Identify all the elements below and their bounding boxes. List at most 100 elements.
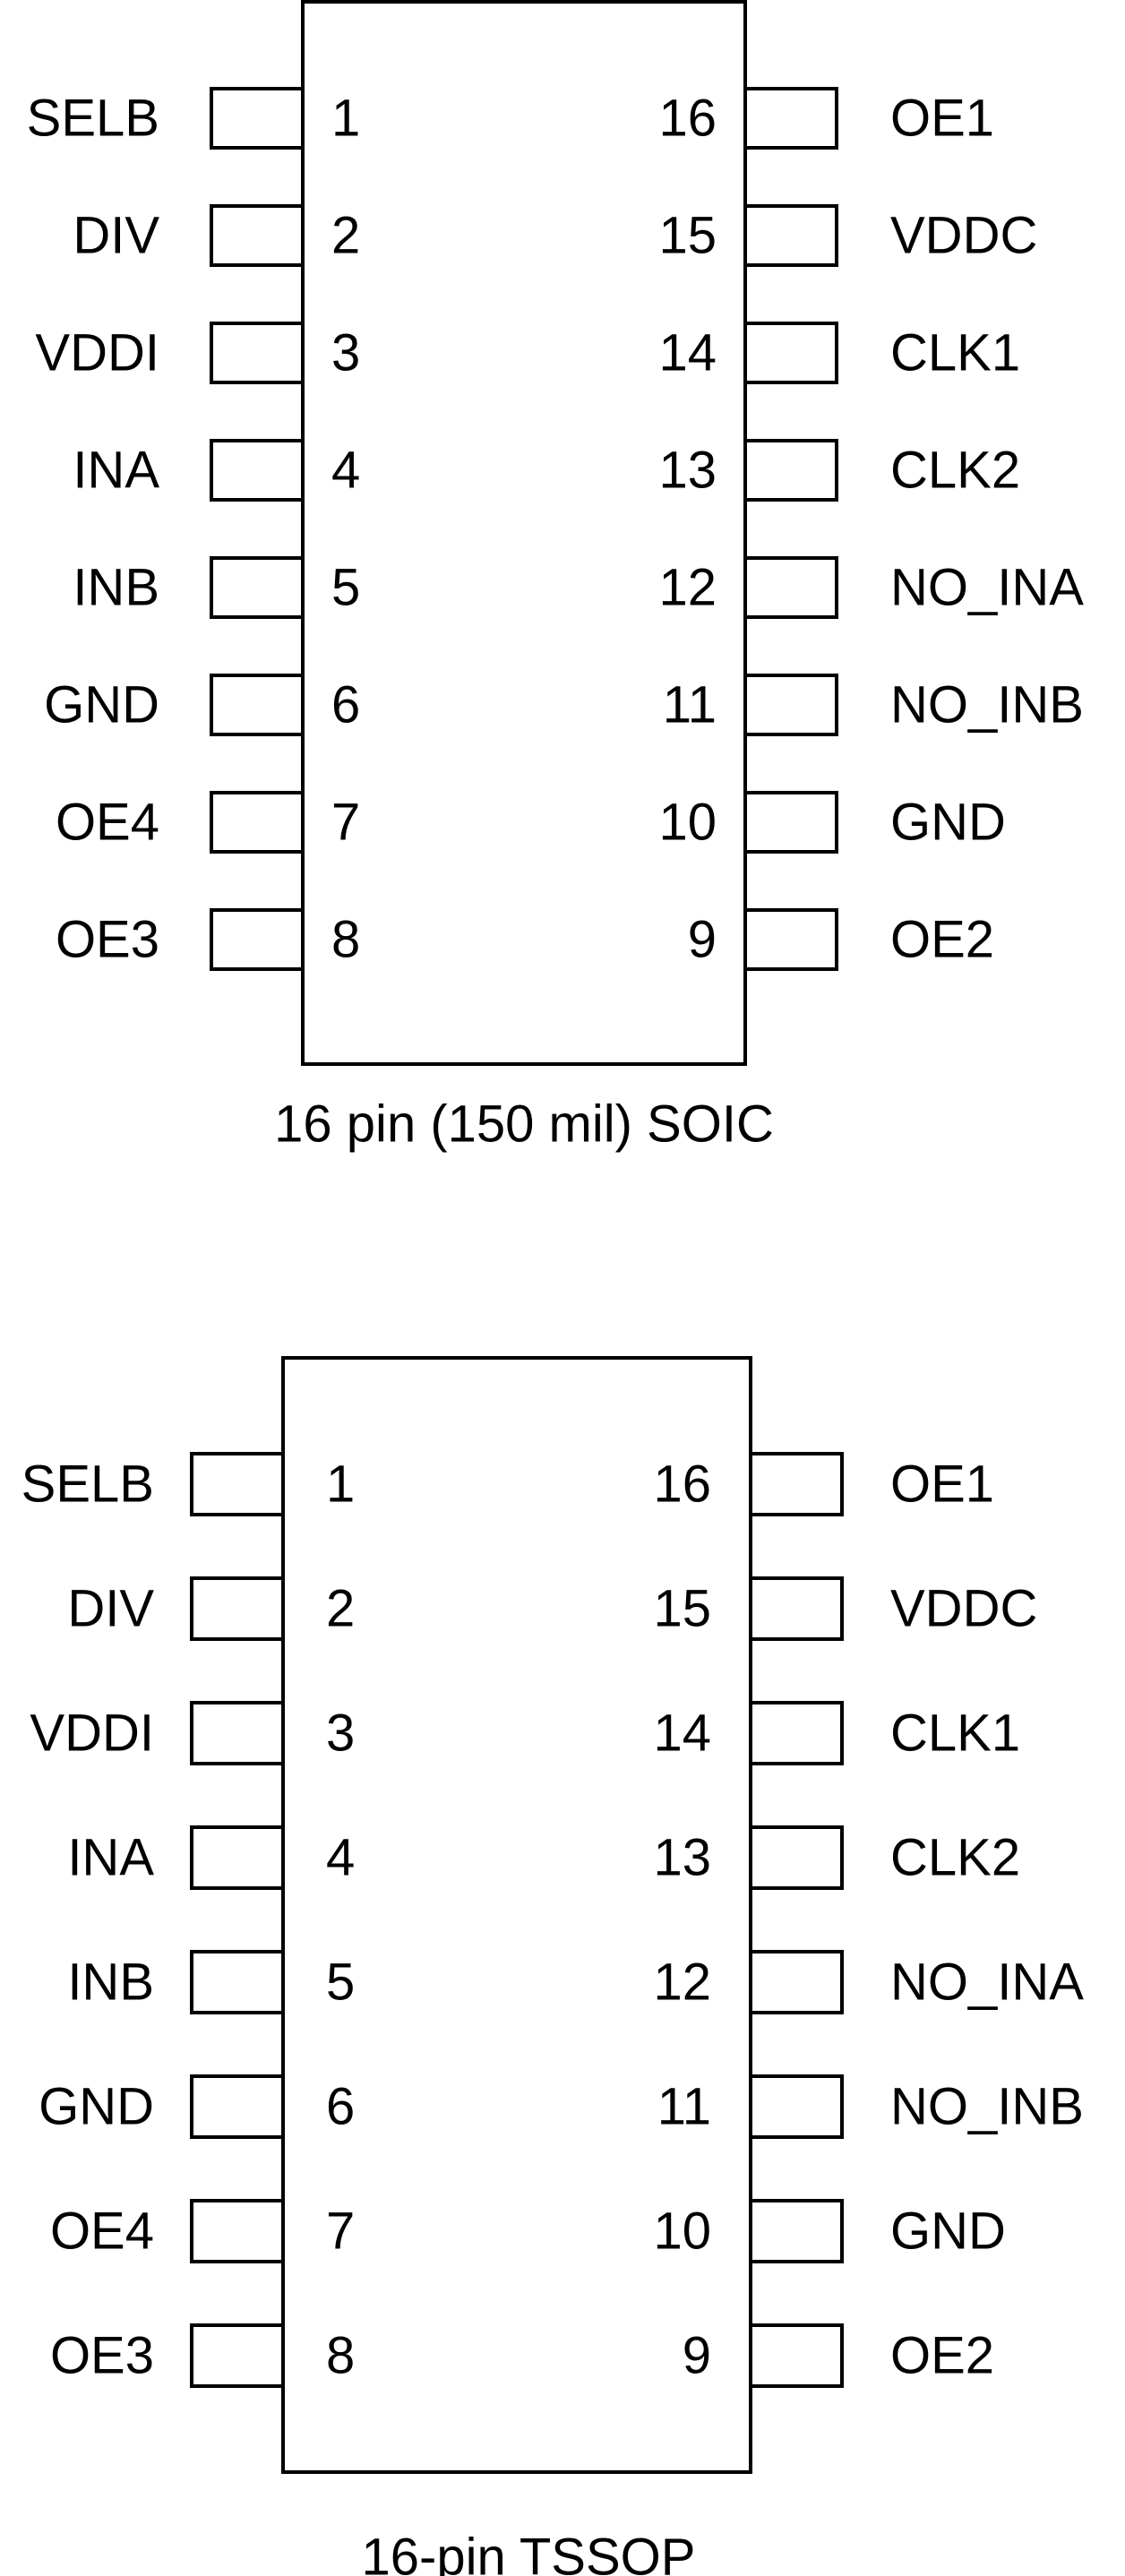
pin-number-right: 13 <box>653 1829 711 1887</box>
pin-number-left: 7 <box>326 2202 355 2261</box>
pin-name-right: GND <box>890 794 1006 852</box>
pin-name-left: INB <box>67 1953 154 2012</box>
pin-name-right: VDDC <box>890 1580 1037 1638</box>
pin-number-right: 11 <box>663 676 717 734</box>
pin-number-right: 16 <box>658 90 717 148</box>
pin-lead-left <box>190 2323 285 2388</box>
pin-name-left: OE3 <box>50 2327 154 2385</box>
pin-number-right: 14 <box>653 1704 711 1763</box>
pin-number-right: 13 <box>658 442 717 500</box>
pin-lead-left <box>190 1950 285 2014</box>
pin-lead-right <box>743 439 838 502</box>
pin-number-left: 2 <box>326 1580 355 1638</box>
pin-name-left: GND <box>44 676 159 734</box>
pin-lead-right <box>743 908 838 971</box>
pin-lead-right <box>743 322 838 384</box>
pin-name-right: NO_INA <box>890 559 1084 617</box>
pin-lead-left <box>190 2074 285 2139</box>
pin-lead-right <box>749 1452 844 1516</box>
pin-number-left: 4 <box>331 442 360 500</box>
pin-lead-left <box>210 556 305 619</box>
ic-body <box>281 1356 752 2474</box>
pin-lead-left <box>210 674 305 736</box>
pin-name-left: DIV <box>73 207 159 265</box>
pin-lead-right <box>743 556 838 619</box>
pin-lead-left <box>210 322 305 384</box>
pin-number-left: 1 <box>326 1455 355 1514</box>
pin-lead-right <box>749 1825 844 1890</box>
pin-lead-right <box>749 2074 844 2139</box>
pin-number-right: 16 <box>653 1455 711 1514</box>
package-caption: 16 pin (150 mil) SOIC <box>274 1095 774 1154</box>
pin-lead-right <box>743 204 838 267</box>
pin-number-right: 15 <box>658 207 717 265</box>
pin-name-left: INA <box>73 442 159 500</box>
pin-name-right: NO_INA <box>890 1953 1084 2012</box>
pin-number-left: 4 <box>326 1829 355 1887</box>
pin-lead-right <box>743 674 838 736</box>
pin-lead-left <box>210 439 305 502</box>
pin-lead-left <box>210 204 305 267</box>
pin-lead-left <box>190 2199 285 2263</box>
pin-lead-left <box>210 87 305 150</box>
pin-name-right: CLK2 <box>890 1829 1020 1887</box>
pin-number-left: 1 <box>331 90 360 148</box>
pin-name-right: CLK1 <box>890 1704 1020 1763</box>
pin-number-left: 6 <box>331 676 360 734</box>
pin-number-right: 10 <box>658 794 717 852</box>
pin-name-right: NO_INB <box>890 676 1084 734</box>
ic-body <box>301 0 747 1066</box>
pin-lead-left <box>190 1701 285 1765</box>
pin-lead-right <box>749 1701 844 1765</box>
pin-number-right: 9 <box>683 2327 711 2385</box>
pin-name-right: OE1 <box>890 90 994 148</box>
pin-number-right: 9 <box>688 911 717 969</box>
pin-number-right: 15 <box>653 1580 711 1638</box>
pin-lead-right <box>749 1576 844 1641</box>
pin-name-right: VDDC <box>890 207 1037 265</box>
pin-name-right: NO_INB <box>890 2078 1084 2136</box>
pin-lead-left <box>190 1452 285 1516</box>
pin-name-left: SELB <box>27 90 159 148</box>
pin-name-right: OE2 <box>890 2327 994 2385</box>
pin-name-left: OE3 <box>56 911 159 969</box>
pin-number-left: 5 <box>331 559 360 617</box>
pin-number-left: 8 <box>331 911 360 969</box>
pin-number-right: 10 <box>653 2202 711 2261</box>
pin-number-left: 3 <box>326 1704 355 1763</box>
pin-number-left: 5 <box>326 1953 355 2012</box>
package-caption: 16-pin TSSOP <box>362 2529 696 2576</box>
pin-lead-left <box>210 908 305 971</box>
pin-name-right: GND <box>890 2202 1006 2261</box>
pin-name-left: DIV <box>67 1580 154 1638</box>
pin-number-right: 12 <box>658 559 717 617</box>
pin-number-left: 3 <box>331 324 360 382</box>
pin-number-right: 14 <box>658 324 717 382</box>
pin-lead-right <box>749 2199 844 2263</box>
pin-lead-right <box>749 2323 844 2388</box>
pin-number-right: 11 <box>657 2078 711 2136</box>
pin-name-right: CLK2 <box>890 442 1020 500</box>
pin-lead-right <box>743 87 838 150</box>
pin-lead-left <box>190 1825 285 1890</box>
pin-name-right: CLK1 <box>890 324 1020 382</box>
pin-number-left: 6 <box>326 2078 355 2136</box>
pin-name-left: OE4 <box>50 2202 154 2261</box>
pin-lead-right <box>743 791 838 854</box>
pin-lead-left <box>190 1576 285 1641</box>
pin-number-right: 12 <box>653 1953 711 2012</box>
pin-name-left: INA <box>67 1829 154 1887</box>
pin-lead-right <box>749 1950 844 2014</box>
pin-number-left: 8 <box>326 2327 355 2385</box>
pin-name-left: GND <box>39 2078 154 2136</box>
pin-name-left: INB <box>73 559 159 617</box>
pin-name-left: VDDI <box>30 1704 154 1763</box>
pin-number-left: 2 <box>331 207 360 265</box>
pin-name-left: SELB <box>21 1455 154 1514</box>
pin-name-left: VDDI <box>35 324 159 382</box>
pin-lead-left <box>210 791 305 854</box>
pin-name-right: OE1 <box>890 1455 994 1514</box>
